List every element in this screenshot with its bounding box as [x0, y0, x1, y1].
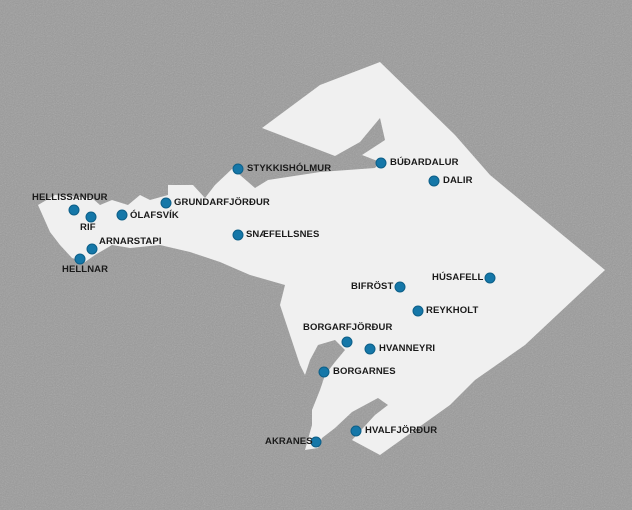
place-label-rif: RIF — [80, 222, 96, 233]
place-marker-borgarnes[interactable] — [318, 366, 330, 378]
place-marker-husafell[interactable] — [484, 272, 496, 284]
place-marker-budardalur[interactable] — [375, 157, 387, 169]
place-label-arnarstapi: ARNARSTAPI — [99, 236, 162, 247]
place-marker-hellnar[interactable] — [74, 253, 86, 265]
place-marker-hellissandur[interactable] — [68, 204, 80, 216]
place-marker-olafsvik[interactable] — [116, 209, 128, 221]
place-marker-bifrost[interactable] — [394, 281, 406, 293]
place-label-borgarnes: BORGARNES — [333, 366, 396, 377]
place-label-husafell: HÚSAFELL — [432, 272, 484, 283]
place-marker-reykholt[interactable] — [412, 305, 424, 317]
place-label-grundarfjordur: GRUNDARFJÖRÐUR — [174, 197, 270, 208]
place-label-bifrost: BIFRÖST — [351, 281, 394, 292]
place-marker-hvanneyri[interactable] — [364, 343, 376, 355]
place-marker-arnarstapi[interactable] — [86, 243, 98, 255]
place-label-reykholt: REYKHOLT — [426, 305, 479, 316]
place-label-snaefellsnes: SNÆFELLSNES — [246, 229, 320, 240]
place-marker-rif[interactable] — [85, 211, 97, 223]
place-label-hvalfjordur: HVALFJÖRÐUR — [365, 425, 438, 436]
place-marker-akranes[interactable] — [310, 436, 322, 448]
place-label-budardalur: BÚÐARDALUR — [390, 157, 459, 168]
place-marker-dalir[interactable] — [428, 175, 440, 187]
place-label-borgarfjordur: BORGARFJÖRÐUR — [303, 322, 393, 333]
place-label-olafsvik: ÓLAFSVÍK — [130, 210, 179, 221]
place-label-hellissandur: HELLISSANDUR — [32, 192, 108, 203]
region-shape — [38, 62, 605, 455]
place-label-akranes: AKRANES — [265, 436, 313, 447]
place-marker-hvalfjordur[interactable] — [350, 425, 362, 437]
place-marker-grundarfjordur[interactable] — [160, 197, 172, 209]
place-label-dalir: DALIR — [443, 175, 473, 186]
place-marker-snaefellsnes[interactable] — [232, 229, 244, 241]
place-label-hvanneyri: HVANNEYRI — [379, 343, 436, 354]
place-marker-borgarfjordur[interactable] — [341, 336, 353, 348]
place-label-stykkisholmur: STYKKISHÓLMUR — [247, 163, 332, 174]
place-marker-stykkisholmur[interactable] — [232, 163, 244, 175]
place-label-hellnar: HELLNAR — [62, 264, 109, 275]
